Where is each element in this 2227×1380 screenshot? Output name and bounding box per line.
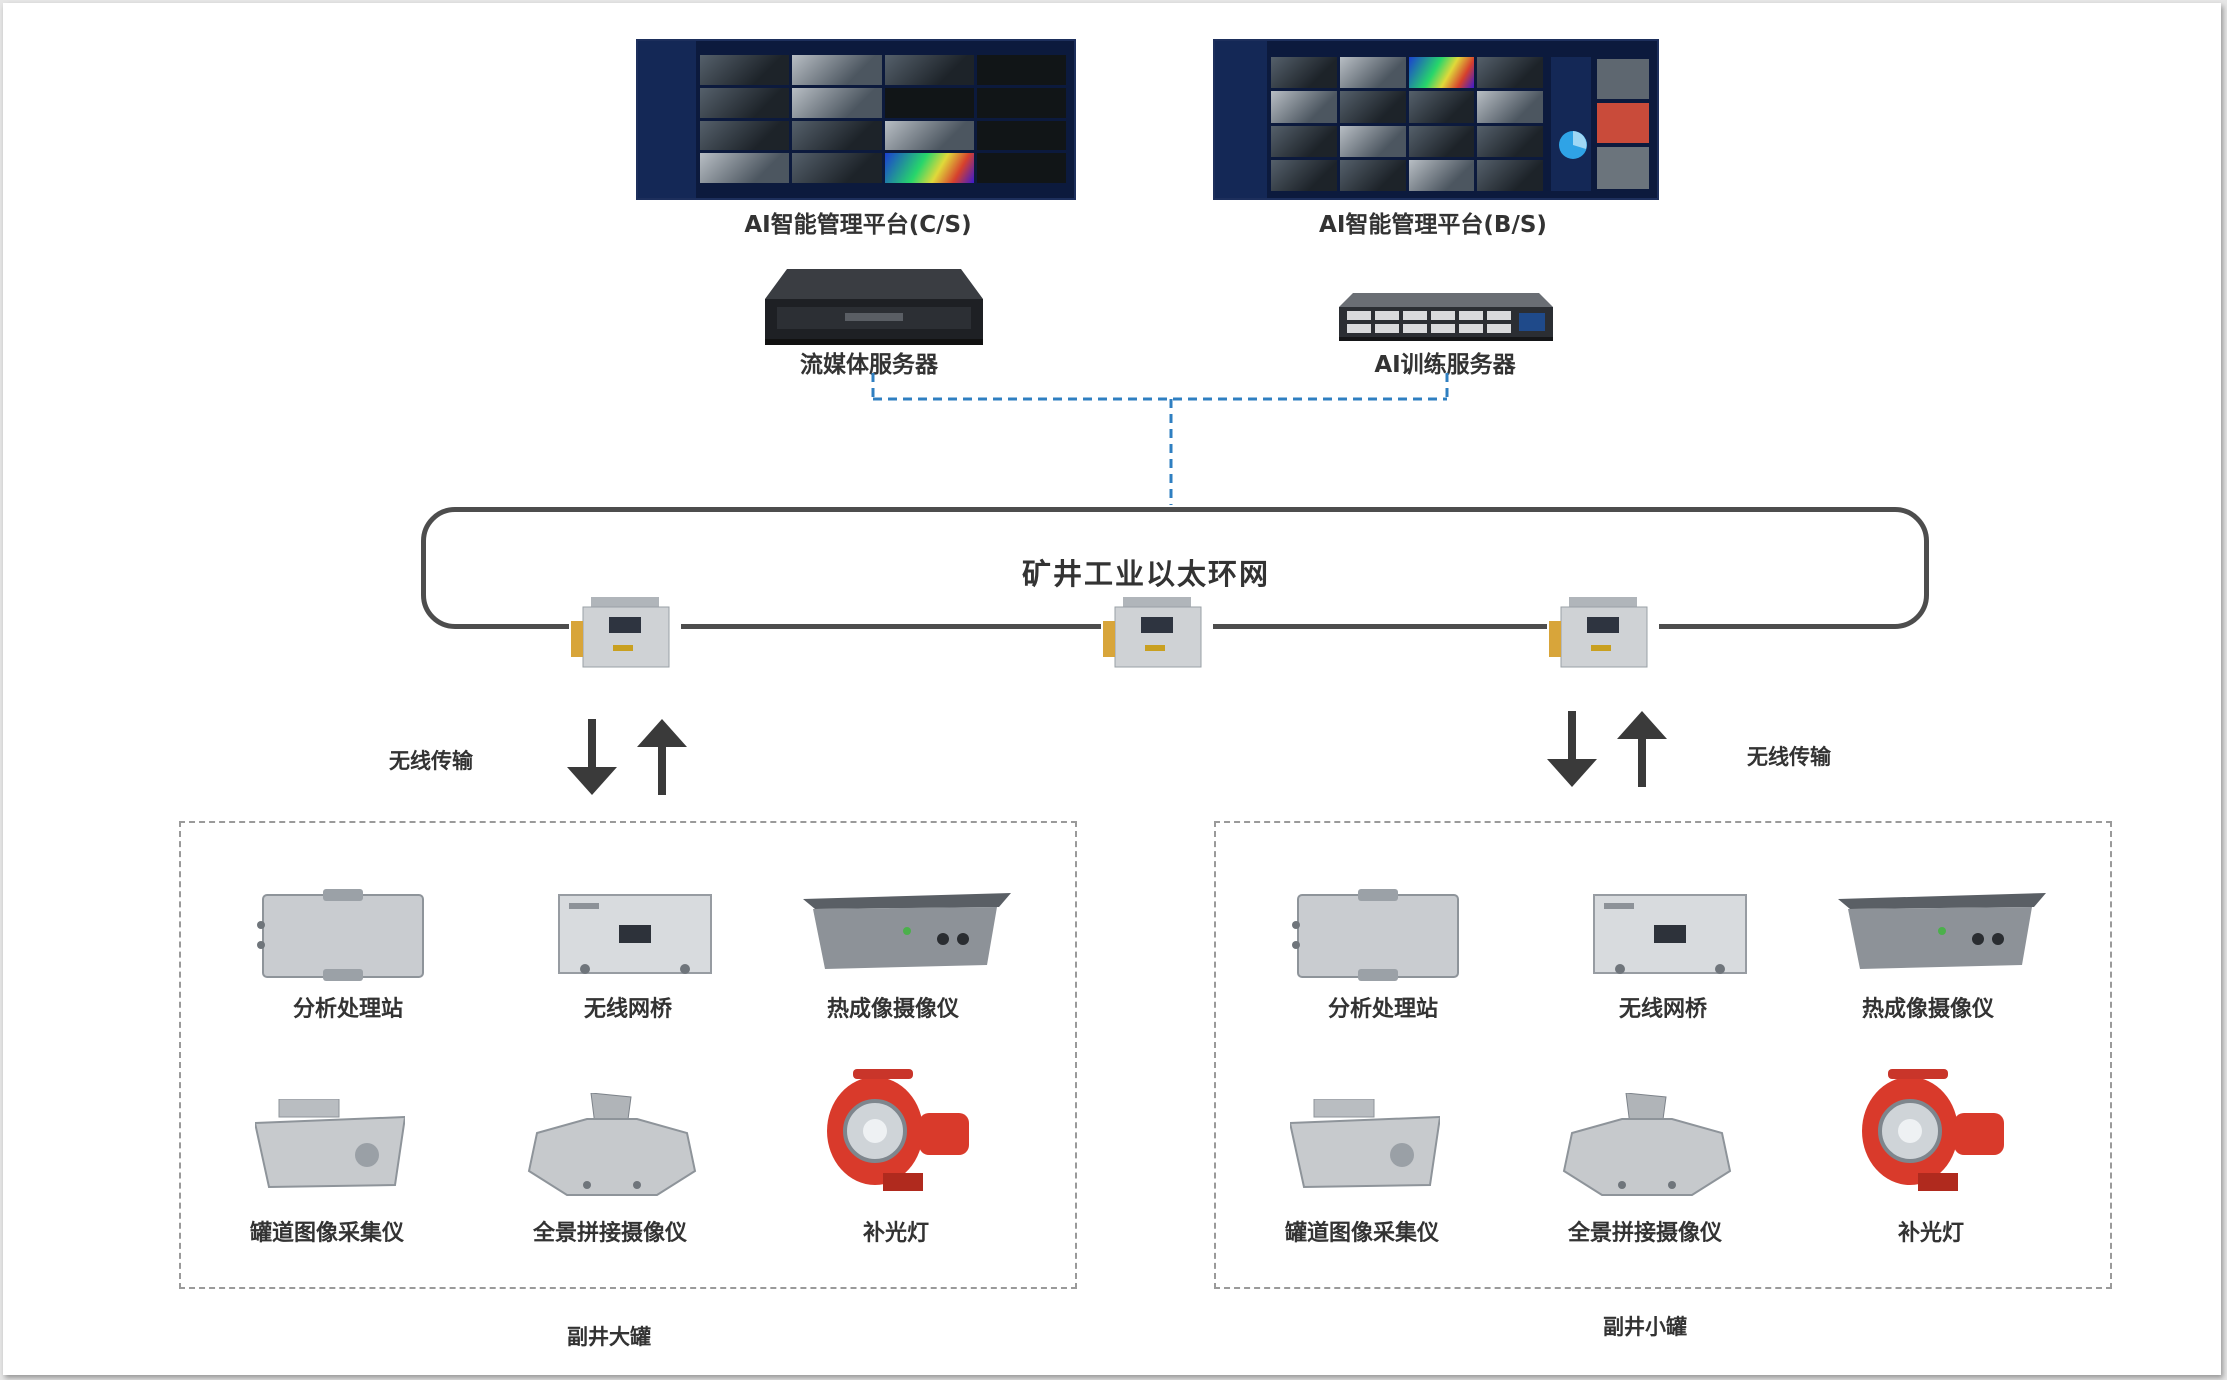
thermal-camera-icon (803, 893, 1011, 969)
wireless-label-left: 无线传输 (389, 749, 473, 773)
group-label-small-cage: 副井小罐 (1603, 1315, 1687, 1339)
thermal-camera-icon (1838, 893, 2046, 969)
device-label: 补光灯 (1897, 1221, 1965, 1246)
wireless-bridge-icon (1593, 894, 1747, 974)
cs-platform-label: AI智能管理平台(C/S) (744, 212, 972, 238)
device-label: 全景拼接摄像仪 (1567, 1221, 1723, 1246)
bs-dashboard-panel (1551, 57, 1649, 191)
server-link-lines (871, 373, 1449, 505)
ring-switch-left (569, 595, 681, 673)
bs-platform-label: AI智能管理平台(B/S) (1319, 212, 1547, 238)
ring-switch-right (1547, 595, 1659, 673)
ai-train-server-icon (1339, 293, 1553, 341)
cs-platform-screen (636, 39, 1076, 200)
cage-track-camera-icon (1290, 1099, 1440, 1189)
panoramic-camera-icon (527, 1093, 697, 1196)
analysis-station-icon (257, 889, 424, 981)
wireless-arrows-left (567, 719, 687, 795)
analysis-station-icon (1292, 889, 1459, 981)
ring-switch-middle (1101, 595, 1213, 673)
wireless-bridge-icon (558, 894, 712, 974)
panoramic-camera-icon (1562, 1093, 1732, 1196)
device-label: 分析处理站 (292, 997, 404, 1022)
bs-platform-screen (1213, 39, 1659, 200)
group-box-large-cage (179, 821, 1077, 1289)
stream-server-label: 流媒体服务器 (800, 352, 938, 378)
fill-light-icon (1862, 1069, 2004, 1191)
wireless-arrows-right (1547, 711, 1667, 787)
device-label: 补光灯 (862, 1221, 930, 1246)
fill-light-icon (827, 1069, 969, 1191)
device-label: 罐道图像采集仪 (249, 1221, 405, 1246)
device-label: 热成像摄像仪 (826, 997, 960, 1022)
group-label-large-cage: 副井大罐 (567, 1325, 651, 1349)
ai-train-server-label: AI训练服务器 (1374, 352, 1516, 378)
wireless-label-right: 无线传输 (1747, 745, 1831, 769)
device-label: 全景拼接摄像仪 (532, 1221, 688, 1246)
device-label: 无线网桥 (1618, 997, 1708, 1022)
device-label: 分析处理站 (1327, 997, 1439, 1022)
stream-server-icon (765, 269, 983, 345)
group-box-small-cage (1214, 821, 2112, 1289)
diagram-canvas: AI智能管理平台(C/S) AI智能管理平台(B/S) 流媒体服务器 (3, 3, 2221, 1375)
cage-track-camera-icon (255, 1099, 405, 1189)
device-label: 无线网桥 (583, 997, 673, 1022)
device-label: 热成像摄像仪 (1861, 997, 1995, 1022)
device-label: 罐道图像采集仪 (1284, 1221, 1440, 1246)
ring-label: 矿井工业以太环网 (1021, 557, 1271, 591)
